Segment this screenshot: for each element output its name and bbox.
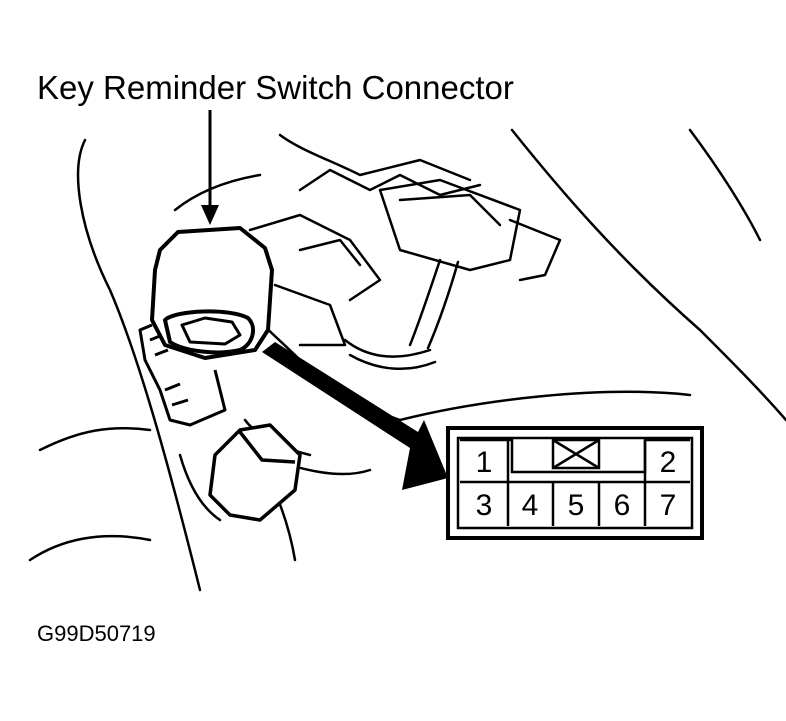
pin-label-6: 6: [614, 489, 631, 522]
empty-cavity-icon: [551, 438, 601, 470]
pin-label-5: 5: [568, 489, 585, 522]
connector-pinout: 1 2 3 4 5 6 7: [446, 426, 704, 540]
diagram-title: Key Reminder Switch Connector: [37, 69, 514, 106]
pin-label-1: 1: [476, 446, 493, 479]
pin-label-4: 4: [522, 489, 539, 522]
figure-code: G99D50719: [37, 621, 156, 646]
leader-arrow-down: [201, 110, 219, 225]
secondary-connector: [208, 423, 302, 522]
callout-arrow: [262, 342, 448, 490]
pin-label-2: 2: [660, 446, 677, 479]
dashboard-structure: [28, 128, 786, 592]
pin-label-3: 3: [476, 489, 493, 522]
pin-label-7: 7: [660, 489, 677, 522]
switch-connector: [138, 226, 274, 427]
